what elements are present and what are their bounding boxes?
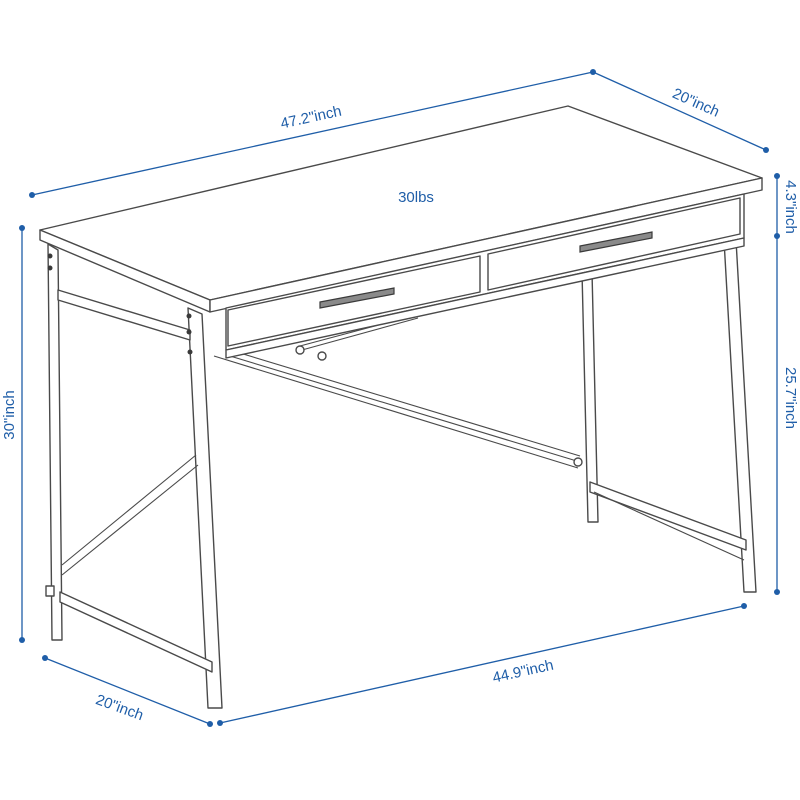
drawer-cabinet xyxy=(225,193,745,359)
base-depth-label: 20"inch xyxy=(93,691,145,724)
right-side-frame xyxy=(589,239,757,593)
overall-height-label: 30"inch xyxy=(1,390,18,440)
top-thickness-label: 4.3"inch xyxy=(782,180,799,234)
leg-height-label: 25.7"inch xyxy=(782,367,799,429)
front-cross-brace xyxy=(213,345,583,469)
top-width-label: 47.2"inch xyxy=(279,103,343,133)
base-width-label: 44.9"inch xyxy=(491,657,555,687)
frame-bolts xyxy=(47,253,193,355)
dimension-lines xyxy=(19,69,780,727)
desk-illustration xyxy=(39,105,763,709)
tabletop xyxy=(39,105,763,313)
weight-label: 30lbs xyxy=(398,189,434,206)
right-drawer-handle xyxy=(579,231,653,253)
top-depth-label: 20"inch xyxy=(670,85,722,121)
left-side-frame xyxy=(45,243,223,709)
left-drawer-handle xyxy=(319,287,395,309)
